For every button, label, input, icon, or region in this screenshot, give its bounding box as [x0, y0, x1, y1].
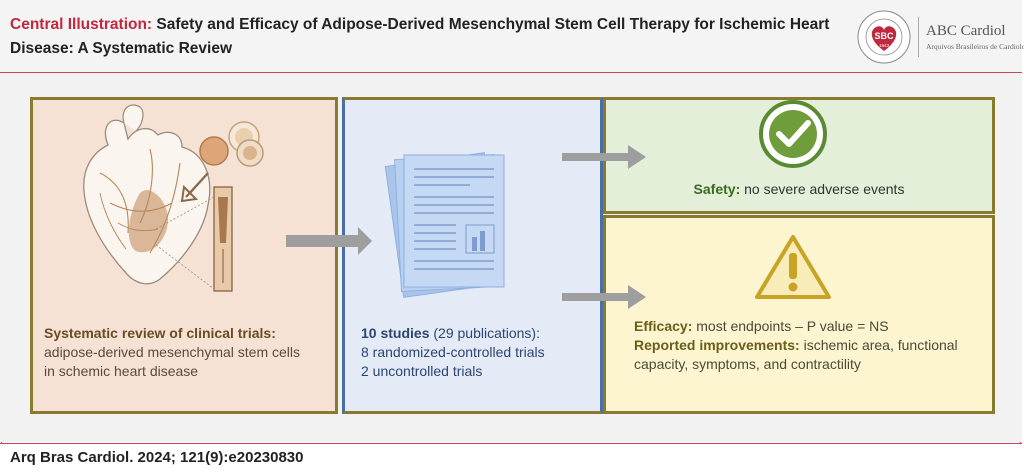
brand-name: ABC Cardiol — [926, 23, 1006, 39]
illustration-art — [83, 100, 831, 309]
seal-year: 1943 — [879, 43, 890, 48]
footer: Arq Bras Cardiol. 2024; 121(9):e20230830 — [0, 443, 1022, 471]
arrow-studies-to-safety — [562, 145, 646, 169]
heart-illustration — [83, 104, 211, 285]
arrow-studies-to-efficacy — [562, 285, 646, 309]
review-bold: Systematic review of clinical trials: — [44, 325, 276, 341]
efficacy-label: Efficacy: — [634, 318, 693, 334]
arrow-review-to-studies — [286, 227, 372, 255]
sbc-seal-icon: SBC 1943 — [857, 10, 911, 64]
studies-rest: (29 publications): — [429, 325, 540, 341]
title-text: Safety and Efficacy of Adipose-Derived M… — [10, 16, 830, 57]
safety-label: Safety: — [693, 181, 741, 197]
studies-line3: 2 uncontrolled trials — [361, 363, 483, 379]
improvements-label: Reported improvements: — [634, 337, 800, 353]
review-line3: in schemic heart disease — [44, 363, 199, 379]
brand-subtitle: Arquivos Brasileiros de Cardiologia — [926, 42, 1024, 51]
injection-arrow — [185, 172, 209, 198]
improvements-value: ischemic area, functional capacity, symp… — [634, 337, 958, 372]
documents-icon — [384, 152, 505, 298]
cannula-icon — [155, 186, 233, 292]
safety-text: Safety: no severe adverse events — [606, 180, 992, 199]
illustration-area: Systematic review of clinical trials: ad… — [0, 73, 1022, 442]
review-line2: adipose-derived mesenchymal stem cells — [44, 344, 300, 360]
studies-line2: 8 randomized-controlled trials — [361, 344, 545, 360]
seal-text: SBC — [874, 31, 894, 41]
stem-cell-icon — [199, 121, 264, 167]
figure-title: Central Illustration: Safety and Efficac… — [10, 13, 840, 61]
header: Central Illustration: Safety and Efficac… — [0, 0, 1024, 73]
warning-triangle-icon — [755, 235, 831, 299]
studies-bold: 10 studies — [361, 325, 430, 341]
studies-text: 10 studies (29 publications): 8 randomiz… — [361, 324, 596, 381]
review-text: Systematic review of clinical trials: ad… — [44, 324, 329, 381]
safety-value: no severe adverse events — [740, 181, 905, 197]
journal-logo: SBC 1943 ABC Cardiol Arquivos Brasileiro… — [856, 9, 1024, 65]
efficacy-value: most endpoints – P value = NS — [692, 318, 889, 334]
citation: Arq Bras Cardiol. 2024; 121(9):e20230830 — [10, 449, 304, 466]
check-circle-icon — [759, 100, 827, 168]
logo-divider — [918, 17, 919, 57]
title-lead: Central Illustration: — [10, 16, 153, 33]
efficacy-text: Efficacy: most endpoints – P value = NS … — [634, 317, 984, 374]
